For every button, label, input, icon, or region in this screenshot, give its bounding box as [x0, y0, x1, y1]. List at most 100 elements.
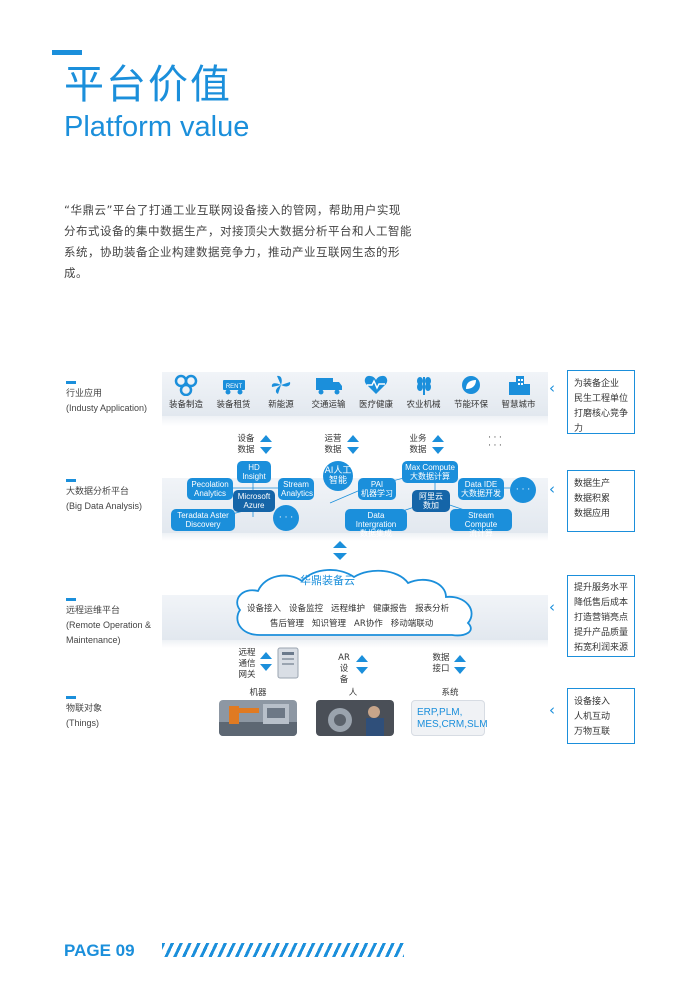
- machine-photo: [219, 700, 297, 736]
- truck-icon: [303, 374, 355, 398]
- node-dataide: Data IDE 大数据开发: [458, 478, 504, 500]
- layer-label-en: (Big Data Analysis): [66, 501, 143, 511]
- node-text: 流计算: [469, 529, 493, 538]
- node-text: PAI: [370, 480, 384, 489]
- node-text: 大数据计算: [410, 472, 450, 481]
- layer-tick: [66, 598, 76, 601]
- layer-tick: [66, 381, 76, 384]
- leaf-icon: [445, 374, 497, 398]
- industry-label: 节能环保: [453, 400, 488, 410]
- layer-label-cn: 远程运维平台: [66, 605, 121, 615]
- band-shadow: [162, 533, 548, 541]
- right-text: 打磨核心竞争力: [574, 409, 629, 434]
- right-text: 为装备企业: [574, 379, 620, 389]
- industry-label: 智慧城市: [501, 400, 536, 410]
- flow-more-dots: · · ·: [488, 433, 502, 443]
- updown-arrow-icon: [454, 655, 466, 674]
- industry-item: 农业机械: [398, 374, 450, 410]
- node-text: 大数据开发: [461, 489, 501, 498]
- buildings-icon: [493, 374, 545, 398]
- node-text: Microsoft: [237, 492, 271, 501]
- conn-ar-label: AR 设备: [336, 653, 352, 686]
- node-text: 数据集成: [360, 529, 392, 538]
- updown-arrow-icon: [432, 435, 444, 454]
- node-text: Insight: [242, 472, 266, 481]
- updown-arrow-icon: [260, 435, 272, 454]
- updown-arrow-icon: [333, 541, 347, 560]
- remote-function: 设备接入: [247, 604, 282, 614]
- flow-more: · · · · · ·: [485, 433, 505, 451]
- layer-label-en: (Remote Operation &: [66, 620, 152, 630]
- node-text: Stream: [283, 480, 309, 489]
- right-box-things: 设备接入 人机互动 万物互联: [567, 688, 635, 744]
- layer-label-cn: 物联对象: [66, 703, 103, 713]
- flow-label: 数据: [237, 445, 255, 455]
- layer-label-en: (Industy Application): [66, 403, 148, 413]
- node-ai: AI人工 智能: [323, 461, 353, 491]
- industry-item: 节能环保: [445, 374, 497, 410]
- layer-tick: [66, 696, 76, 699]
- right-text: 人机互动: [574, 712, 611, 722]
- node-stream-compute: Stream Compute 流计算: [450, 509, 512, 538]
- person-photo: [316, 700, 394, 736]
- node-hd-insight: HD Insight: [237, 461, 271, 483]
- node-text: HD: [248, 463, 260, 472]
- conn-text: 接口: [432, 664, 450, 674]
- right-text: 拓宽利润来源: [574, 643, 629, 653]
- flow-label: 业务: [409, 434, 427, 444]
- node-azure: Microsoft Azure: [233, 490, 275, 512]
- erp-system-box: ERP,PLM, MES,CRM,SLM: [411, 700, 488, 736]
- layer-tick: [66, 479, 76, 482]
- node-text: 机器学习: [361, 489, 393, 498]
- flow-label: 数据: [324, 445, 342, 455]
- flow-label: 设备: [237, 434, 255, 444]
- node-text: Analytics: [281, 489, 314, 498]
- remote-function: 设备监控: [289, 604, 324, 614]
- footer-stripes: [162, 943, 404, 957]
- right-text: 数据积累: [574, 494, 611, 504]
- conn-text: AR: [338, 653, 350, 663]
- page-number: PAGE 09: [64, 941, 135, 960]
- right-text: 打造营销亮点: [574, 613, 629, 623]
- industry-item: 交通运输: [303, 374, 355, 410]
- node-more-left: · · ·: [273, 505, 299, 531]
- node-text: Stream Compute: [464, 511, 498, 529]
- node-text: Pecolation: [191, 480, 229, 489]
- cloud-title: 华鼎装备云: [300, 574, 355, 587]
- title-accent-bar: [52, 50, 82, 55]
- industry-item: 智慧城市: [493, 374, 545, 410]
- remote-function: 健康报告: [373, 604, 408, 614]
- node-text: Discovery: [185, 520, 221, 529]
- band-shadow: [162, 416, 548, 426]
- right-box-remote: 提升服务水平 降低售后成本 打造营销亮点 提升产品质量 拓宽利润来源: [567, 575, 635, 657]
- page-subtitle: Platform value: [64, 111, 250, 143]
- right-text: 数据生产: [574, 479, 611, 489]
- updown-arrow-icon: [260, 652, 272, 671]
- chevron-left-icon: ‹: [549, 701, 555, 719]
- node-text: 智能: [328, 476, 347, 486]
- industry-label: 装备制造: [168, 400, 203, 410]
- flow-business-data: 业务 数据: [407, 434, 445, 456]
- industry-label: 医疗健康: [358, 400, 393, 410]
- layer-label-remote: 远程运维平台 (Remote Operation & Maintenance): [66, 603, 151, 648]
- node-stream-analytics: Stream Analytics: [278, 478, 314, 500]
- conn-gateway-label: 远程 通信 网关: [236, 648, 258, 681]
- right-box-industry: 为装备企业 民生工程单位 打磨核心竞争力: [567, 370, 635, 434]
- page-title: 平台价值: [64, 62, 232, 108]
- conn-text: 网关: [238, 670, 256, 680]
- object-label-machine: 机器: [249, 688, 267, 698]
- right-text: 民生工程单位: [574, 394, 629, 404]
- node-text: Analytics: [193, 489, 226, 498]
- conn-text: 通信: [238, 659, 256, 669]
- industry-item: 新能源: [255, 374, 307, 410]
- industry-label: 交通运输: [311, 400, 346, 410]
- node-text: 数加: [423, 501, 439, 510]
- right-text: 万物互联: [574, 727, 611, 737]
- node-text: 阿里云: [419, 492, 443, 501]
- conn-text: 远程: [238, 648, 256, 658]
- remote-function: AR协作: [354, 619, 383, 629]
- layer-label-en: Maintenance): [66, 635, 121, 645]
- right-box-bigdata: 数据生产 数据积累 数据应用: [567, 470, 635, 532]
- remote-functions-row1: 设备接入设备监控远程维护健康报告报表分析: [247, 602, 477, 614]
